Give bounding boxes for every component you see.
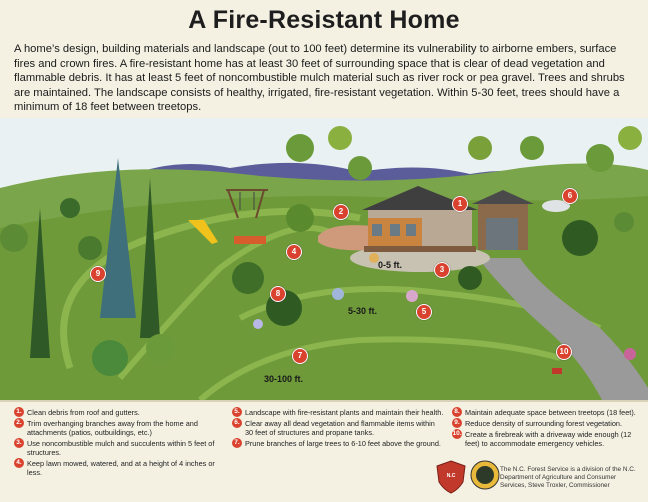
legend-text: Use noncombustible mulch and succulents … xyxy=(27,439,215,457)
legend-item: 5.Landscape with fire-resistant plants a… xyxy=(232,407,444,417)
legend-number: 6. xyxy=(232,418,242,428)
legend-item: 8.Maintain adequate space between treeto… xyxy=(452,407,638,417)
marker-5: 5 xyxy=(416,304,432,320)
zone-label-30-100: 30-100 ft. xyxy=(264,374,304,384)
slide xyxy=(188,220,218,244)
legend-item: 4.Keep lawn mowed, watered, and at a hei… xyxy=(14,458,224,477)
marker-6: 6 xyxy=(562,188,578,204)
legend-number: 5. xyxy=(232,407,242,417)
legend-text: Create a firebreak with a driveway wide … xyxy=(465,430,632,448)
flower-beds xyxy=(253,253,636,360)
legend-item: 7.Prune branches of large trees to 6-10 … xyxy=(232,438,444,448)
house xyxy=(362,186,534,252)
zone-label-5-30: 5-30 ft. xyxy=(348,306,378,316)
legend-item: 6.Clear away all dead vegetation and fla… xyxy=(232,418,444,437)
driveway xyxy=(478,258,648,400)
legend-number: 3. xyxy=(14,438,24,448)
swing-set xyxy=(226,189,268,219)
sandbox xyxy=(234,236,266,244)
legend-number: 2. xyxy=(14,418,24,428)
marker-7: 7 xyxy=(292,348,308,364)
marker-8: 8 xyxy=(270,286,286,302)
legend-item: 10.Create a firebreak with a driveway wi… xyxy=(452,429,638,448)
legend-item: 3.Use noncombustible mulch and succulent… xyxy=(14,438,224,457)
footer-note: The N.C. Forest Service is a division of… xyxy=(500,466,636,489)
legend-text: Keep lawn mowed, watered, and at a heigh… xyxy=(27,459,215,477)
marker-4: 4 xyxy=(286,244,302,260)
marker-9: 9 xyxy=(90,266,106,282)
legend-column-3: 8.Maintain adequate space between treeto… xyxy=(452,407,638,450)
propane-tank xyxy=(542,200,570,212)
legend: 1.Clean debris from roof and gutters. 2.… xyxy=(0,400,648,502)
legend-number: 9. xyxy=(452,418,462,428)
trees xyxy=(0,126,642,376)
svg-text:N.C: N.C xyxy=(447,473,456,479)
marker-2: 2 xyxy=(333,204,349,220)
zone-label-0-5: 0-5 ft. xyxy=(378,260,403,270)
page-title: A Fire-Resistant Home xyxy=(188,6,460,34)
marker-10: 10 xyxy=(556,344,572,360)
legend-text: Clean debris from roof and gutters. xyxy=(27,408,140,417)
legend-column-1: 1.Clean debris from roof and gutters. 2.… xyxy=(14,407,224,479)
legend-item: 1.Clean debris from roof and gutters. xyxy=(14,407,224,417)
legend-text: Landscape with fire-resistant plants and… xyxy=(245,408,444,417)
legend-number: 8. xyxy=(452,407,462,417)
legend-item: 9.Reduce density of surrounding forest v… xyxy=(452,418,638,428)
legend-text: Prune branches of large trees to 6-10 fe… xyxy=(245,439,441,448)
legend-number: 7. xyxy=(232,438,242,448)
legend-text: Trim overhanging branches away from the … xyxy=(27,419,198,437)
mailbox xyxy=(552,368,562,374)
intro-paragraph: A home’s design, building materials and … xyxy=(14,43,625,114)
patio xyxy=(318,225,372,251)
legend-text: Clear away all dead vegetation and flamm… xyxy=(245,419,435,437)
legend-column-2: 5.Landscape with fire-resistant plants a… xyxy=(232,407,444,450)
legend-number: 10. xyxy=(452,429,462,439)
legend-number: 4. xyxy=(14,458,24,468)
legend-number: 1. xyxy=(14,407,24,417)
landscape-illustration: 0-5 ft. 5-30 ft. 30-100 ft. 1 2 3 4 5 6 … xyxy=(0,118,648,403)
legend-item: 2.Trim overhanging branches away from th… xyxy=(14,418,224,437)
landscape-svg xyxy=(0,118,648,403)
forest-service-logo: N.C xyxy=(436,460,466,499)
legend-text: Reduce density of surrounding forest veg… xyxy=(465,419,622,428)
mowed-path-front xyxy=(198,336,561,403)
marker-3: 3 xyxy=(434,262,450,278)
ncda-seal xyxy=(470,460,500,495)
legend-text: Maintain adequate space between treetops… xyxy=(465,408,636,417)
marker-1: 1 xyxy=(452,196,468,212)
